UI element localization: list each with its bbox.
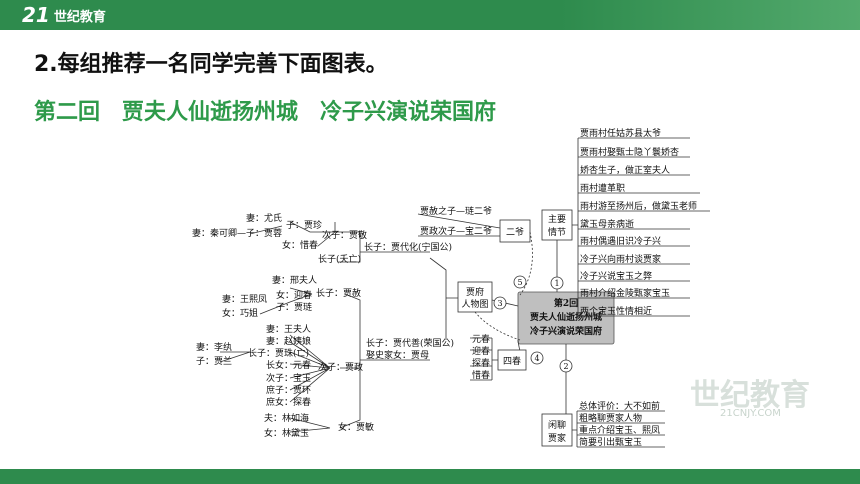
- bottom-banner: [0, 469, 860, 484]
- num-2: 2: [563, 362, 568, 371]
- tree-qiaojie: 女：巧姐: [222, 307, 258, 319]
- tree-daiyu: 女：林黛玉: [264, 427, 309, 439]
- main-plot-item: 雨村偶遇旧识冷子兴: [580, 235, 661, 247]
- xianliao-label-1: 闲聊: [548, 419, 566, 431]
- main-plot-item: 娇杏生子，做正室夫人: [580, 164, 670, 176]
- main-plot-item: 冷子兴向雨村谈贾家: [580, 253, 661, 265]
- main-plot-item: 黛玉母亲病逝: [580, 218, 634, 230]
- main-plot-item: 贾雨村娶甄士隐丫鬟娇杏: [580, 146, 679, 158]
- question-title: 2.每组推荐一名同学完善下面图表。: [34, 52, 388, 77]
- tree-yuanchun: 长女：元春: [266, 359, 311, 371]
- tree-tanchun: 庶女：探春: [266, 396, 311, 408]
- tree-fu: 长子(夭亡): [318, 253, 361, 265]
- watermark-url: 21CNJY.COM: [720, 408, 781, 419]
- tree-rong: 长子：贾代善(荣国公): [366, 337, 454, 349]
- erye-label: 二爷: [506, 226, 524, 238]
- sichun-item: 元春: [472, 333, 490, 345]
- tree-xing: 妻：邢夫人: [272, 274, 317, 286]
- tree-rong2: 娶史家女：贾母: [366, 349, 429, 361]
- tree-lan: 子：贾兰: [196, 355, 232, 367]
- tree-ning: 长子：贾代化(宁国公): [364, 241, 452, 253]
- xianliao-item: 重点介绍宝玉、熙凤: [579, 424, 660, 436]
- main-plot-underline: [577, 282, 690, 317]
- tree-ruhai: 夫：林如海: [264, 412, 309, 424]
- main-plot-item: 两个宝玉性情相近: [580, 305, 652, 317]
- tree-min: 女：贾敏: [338, 421, 374, 433]
- tree-liwan: 妻：李纨: [196, 341, 232, 353]
- main-plot-label-1: 主要: [548, 213, 566, 225]
- num-circle-2: [559, 359, 573, 373]
- site-logo: 21 世纪教育: [22, 3, 106, 27]
- chapter-title: 第二回 贾夫人仙逝扬州城 冷子兴演说荣国府: [34, 100, 497, 125]
- tree-xifeng: 妻：王熙凤: [222, 293, 267, 305]
- tree-she: 长子：贾赦: [316, 287, 361, 299]
- main-plot-item: 冷子兴说宝玉之弊: [580, 270, 652, 282]
- num-4: 4: [534, 354, 539, 363]
- main-plot-label-2: 情节: [548, 226, 566, 238]
- erye-box: [499, 219, 531, 243]
- tree-huan: 庶子：贾环: [266, 384, 311, 396]
- main-plot-item: 雨村遭革职: [580, 182, 625, 194]
- center-line-3: 冷子兴演说荣国府: [530, 325, 602, 337]
- xianliao-item: 总体评价：大不如前: [579, 400, 660, 412]
- watermark-logo: 世纪教育: [690, 378, 810, 413]
- erye-item: 贾政次子—宝二爷: [420, 225, 492, 237]
- tree-qin: 妻：秦可卿—子：贾蓉: [192, 227, 282, 239]
- erye-item: 贾赦之子—琏二爷: [420, 205, 492, 217]
- xianliao-label-2: 贾家: [548, 432, 566, 444]
- logo-runner-mark: 21: [22, 3, 50, 27]
- tree-baoyu: 次子：宝玉: [266, 372, 311, 384]
- main-plot-item: 雨村介绍金陵甄家宝玉: [580, 287, 670, 299]
- renwu-label-2: 人物图: [461, 298, 488, 310]
- main-plot-item: 雨村游至扬州后，做黛玉老师: [580, 200, 697, 212]
- num-1: 1: [554, 279, 559, 288]
- renwu-label-1: 贾府: [466, 286, 484, 298]
- tree-zhen: 子：贾珍: [286, 219, 322, 231]
- sichun-label: 四春: [503, 355, 521, 367]
- num-3: 3: [497, 299, 502, 308]
- center-line-1: 第2回: [554, 297, 578, 309]
- main-plot-item: 贾雨村任姑苏县太爷: [580, 127, 661, 139]
- num-circle-3: [493, 296, 507, 310]
- xianliao-item: 简要引出甄宝玉: [579, 436, 642, 448]
- tree-jing: 次子：贾敬: [322, 229, 367, 241]
- tree-zhu: 长子：贾珠(亡): [248, 347, 309, 359]
- num-5: 5: [517, 278, 522, 287]
- num-circle-5: [513, 275, 527, 289]
- sichun-item: 迎春: [472, 345, 490, 357]
- xianliao-item: 粗略聊贾家人物: [579, 412, 642, 424]
- tree-yingchun: 女：迎春: [276, 289, 312, 301]
- tree-you: 妻：尤氏: [246, 212, 282, 224]
- sichun-item: 探春: [472, 357, 490, 369]
- tree-zheng: 次子：贾政: [318, 361, 363, 373]
- num-circle-4: [530, 351, 544, 365]
- tree-xichun: 女：惜春: [282, 239, 318, 251]
- logo-text: 世纪教育: [53, 9, 106, 25]
- sichun-item: 惜春: [472, 369, 490, 381]
- num-circle-1: [550, 276, 564, 290]
- center-line-2: 贾夫人仙逝扬州城: [530, 311, 602, 323]
- tree-wang: 妻：王夫人: [266, 323, 311, 335]
- tree-lian: 子：贾琏: [276, 301, 312, 313]
- renwu-box: [457, 281, 493, 313]
- top-banner-gradient: [560, 0, 860, 30]
- tree-zhao: 妻：赵姨娘: [266, 335, 311, 347]
